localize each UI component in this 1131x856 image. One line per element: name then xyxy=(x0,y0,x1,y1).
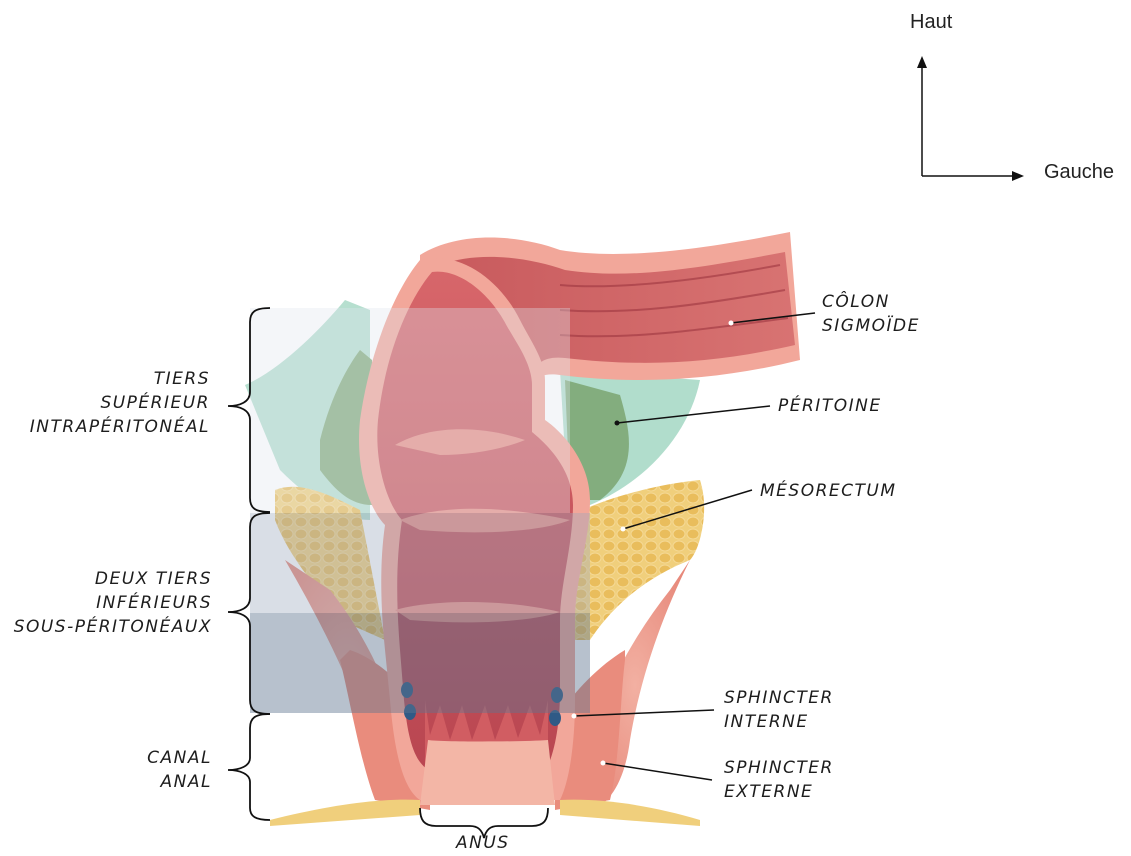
label-sphincter-externe-line-2: EXTERNE xyxy=(724,780,834,804)
skin-right xyxy=(560,800,700,826)
region-anal-line-1: CANAL xyxy=(60,746,212,770)
label-peritoine: PÉRITOINE xyxy=(778,394,882,418)
region-middle-line-1: DEUX TIERS xyxy=(0,567,212,591)
region-label-anal: CANAL ANAL xyxy=(60,746,212,794)
band-middle-third xyxy=(250,513,590,613)
region-upper-line-2: SUPÉRIEUR xyxy=(10,391,210,415)
band-lower-third xyxy=(250,613,590,713)
label-anus: ANUS xyxy=(456,831,510,855)
label-colon-sigmoide: CÔLON SIGMOÏDE xyxy=(822,290,920,338)
region-label-middle: DEUX TIERS INFÉRIEURS SOUS-PÉRITONÉAUX xyxy=(0,567,212,639)
label-sphincter-interne: SPHINCTER INTERNE xyxy=(724,686,834,734)
leader-sphincter-externe-dot xyxy=(601,761,606,766)
anal-canal xyxy=(420,740,555,805)
region-label-upper: TIERS SUPÉRIEUR INTRAPÉRITONÉAL xyxy=(10,367,210,439)
leader-sphincter-interne-dot xyxy=(572,714,577,719)
label-colon-line-2: SIGMOÏDE xyxy=(822,314,920,338)
leader-mesorectum-dot xyxy=(621,527,626,532)
region-middle-line-3: SOUS-PÉRITONÉAUX xyxy=(0,615,212,639)
region-upper-line-1: TIERS xyxy=(10,367,210,391)
region-middle-line-2: INFÉRIEURS xyxy=(0,591,212,615)
label-sphincter-interne-line-2: INTERNE xyxy=(724,710,834,734)
label-colon-line-1: CÔLON xyxy=(822,290,920,314)
leader-peritoine-dot xyxy=(615,421,620,426)
leader-colon-dot xyxy=(729,321,734,326)
bracket-anal xyxy=(228,714,270,820)
band-upper-third xyxy=(250,308,570,513)
label-mesorectum: MÉSORECTUM xyxy=(760,479,897,503)
label-sphincter-externe: SPHINCTER EXTERNE xyxy=(724,756,834,804)
skin-left xyxy=(270,800,420,826)
label-sphincter-externe-line-1: SPHINCTER xyxy=(724,756,834,780)
region-upper-line-3: INTRAPÉRITONÉAL xyxy=(10,415,210,439)
label-sphincter-interne-line-1: SPHINCTER xyxy=(724,686,834,710)
region-anal-line-2: ANAL xyxy=(60,770,212,794)
